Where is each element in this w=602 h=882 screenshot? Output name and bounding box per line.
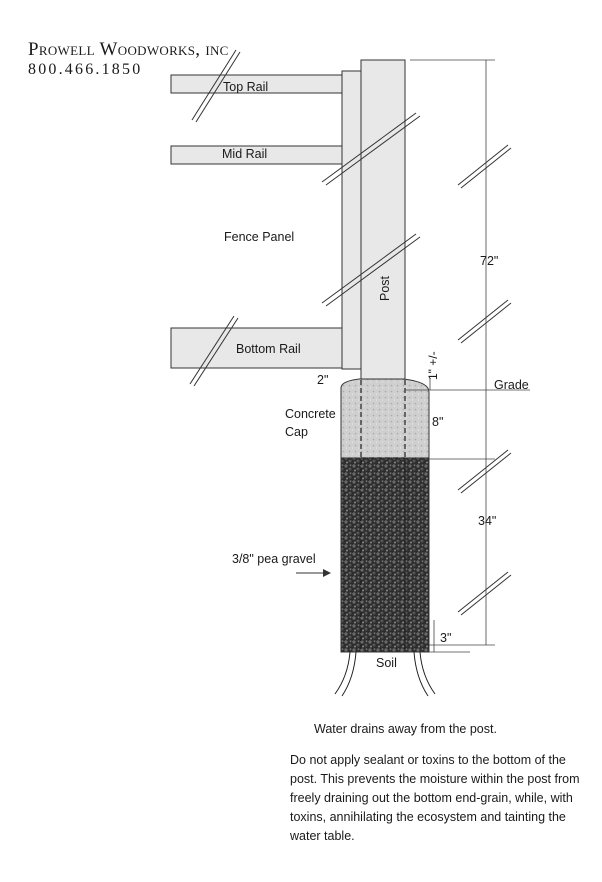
- sealant-warning: Do not apply sealant or toxins to the bo…: [290, 753, 580, 843]
- dim-cap-above-grade: 1" +/-: [426, 351, 440, 380]
- break-lines: [321, 112, 421, 307]
- dim-below-grade: 34": [478, 514, 496, 528]
- post-label: Post: [378, 275, 392, 301]
- dim-gravel-bottom-gap: 3": [440, 631, 451, 645]
- concrete-cap-label-2: Cap: [285, 425, 308, 439]
- bottom-rail: Bottom Rail: [170, 315, 343, 387]
- mid-rail: Mid Rail: [170, 145, 343, 165]
- company-name: Prowell Woodworks, inc: [28, 39, 229, 60]
- pea-gravel-label: 3/8" pea gravel: [232, 552, 316, 566]
- top-rail: Top Rail: [170, 49, 343, 123]
- bottom-rail-label: Bottom Rail: [236, 342, 301, 356]
- drainage-note: Water drains away from the post.: [314, 722, 497, 736]
- top-rail-label: Top Rail: [223, 80, 268, 94]
- dimension-lines: [405, 59, 530, 653]
- dim-cap-overhang: 2": [317, 373, 328, 387]
- dim-cap-depth: 8": [432, 415, 443, 429]
- panel-stile: [341, 70, 362, 370]
- soil-label: Soil: [376, 656, 397, 670]
- pea-gravel-fill: [340, 457, 430, 653]
- fence-panel-label: Fence Panel: [224, 230, 294, 244]
- grade-label: Grade: [494, 378, 529, 392]
- company-header: Prowell Woodworks, inc 800.466.1850: [28, 40, 229, 80]
- dim-above-grade: 72": [480, 254, 498, 268]
- post-embedded-outline: [360, 380, 406, 652]
- pea-gravel-arrow: [296, 569, 331, 577]
- notes: Water drains away from the post. Do not …: [290, 720, 580, 846]
- post: [360, 59, 406, 380]
- drainage-lines: [334, 651, 436, 697]
- dimension-breaks: [457, 144, 512, 616]
- concrete-cap-label-1: Concrete: [285, 407, 336, 421]
- mid-rail-label: Mid Rail: [222, 147, 267, 161]
- company-phone: 800.466.1850: [28, 61, 143, 78]
